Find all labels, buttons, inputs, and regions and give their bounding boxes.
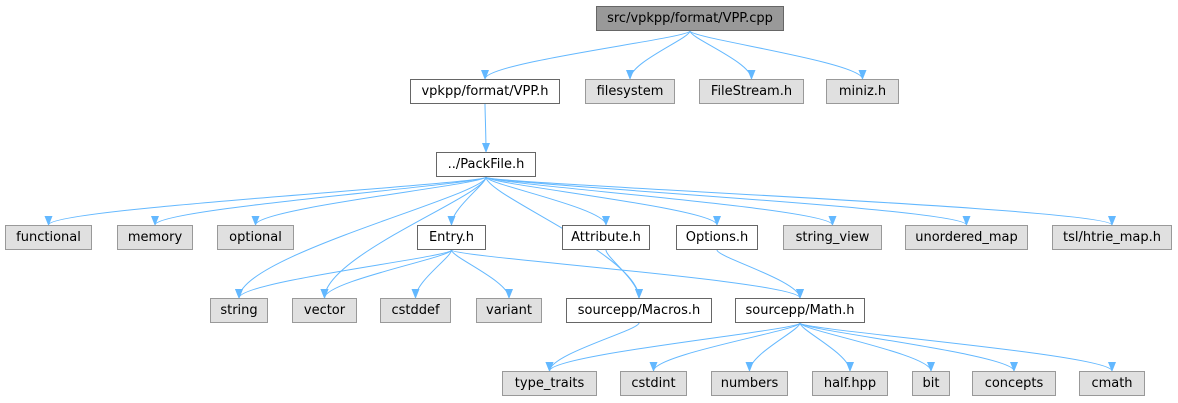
edge-entry_h-to-vector: [320, 249, 452, 299]
edge-root-to-miniz_h: [689, 30, 867, 80]
node-vpp-h[interactable]: vpkpp/format/VPP.h: [410, 79, 560, 104]
node-vpp-cpp: src/vpkpp/format/VPP.cpp: [596, 6, 784, 31]
node-filestream-h: FileStream.h: [699, 79, 804, 104]
edge-packfile_h-to-htrie_map: [485, 176, 1116, 226]
edge-packfile_h-to-vector: [320, 176, 487, 299]
node-math-h[interactable]: sourcepp/Math.h: [735, 298, 865, 323]
edge-entry_h-to-string: [235, 249, 452, 299]
node-entry-h[interactable]: Entry.h: [417, 225, 486, 250]
node-vector: vector: [292, 298, 357, 323]
edge-root-to-vpp_h: [481, 30, 691, 80]
edge-root-to-filesystem: [626, 30, 691, 80]
node-unordered-map: unordered_map: [905, 225, 1028, 250]
edge-packfile_h-to-string: [235, 176, 487, 299]
node-half-hpp: half.hpp: [812, 371, 888, 396]
edge-math_h-to-cstdint: [649, 322, 801, 372]
edge-packfile_h-to-optional: [251, 176, 487, 226]
node-filesystem: filesystem: [585, 79, 675, 104]
node-bit: bit: [912, 371, 950, 396]
edge-root-to-filestream_h: [689, 30, 756, 80]
node-variant: variant: [476, 298, 542, 323]
node-numbers: numbers: [711, 371, 788, 396]
node-miniz-h: miniz.h: [826, 79, 899, 104]
edge-entry_h-to-cstddef: [411, 249, 452, 299]
node-cmath: cmath: [1079, 371, 1145, 396]
node-string: string: [210, 298, 268, 323]
edge-packfile_h-to-functional: [44, 176, 487, 226]
node-optional: optional: [217, 225, 294, 250]
edge-options_h-to-math_h: [716, 249, 804, 299]
edge-math_h-to-half_hpp: [799, 322, 854, 372]
node-cstdint: cstdint: [620, 371, 687, 396]
node-cstddef: cstddef: [380, 298, 451, 323]
edge-packfile_h-to-unordered_map: [485, 176, 971, 226]
node-packfile-h[interactable]: ../PackFile.h: [436, 152, 536, 177]
edge-entry_h-to-math_h: [451, 249, 804, 299]
edge-packfile_h-to-entry_h: [447, 176, 487, 226]
edge-math_h-to-bit: [799, 322, 935, 372]
node-options-h[interactable]: Options.h: [676, 225, 758, 250]
edge-packfile_h-to-options_h: [485, 176, 721, 226]
node-htrie-map: tsl/htrie_map.h: [1052, 225, 1172, 250]
edge-packfile_h-to-memory: [151, 176, 487, 226]
node-memory: memory: [117, 225, 193, 250]
node-concepts: concepts: [972, 371, 1056, 396]
edge-math_h-to-type_traits: [545, 322, 801, 372]
node-functional: functional: [5, 225, 92, 250]
node-macros-h[interactable]: sourcepp/Macros.h: [566, 298, 712, 323]
edge-entry_h-to-variant: [451, 249, 513, 299]
node-type-traits: type_traits: [502, 371, 597, 396]
edge-math_h-to-concepts: [799, 322, 1018, 372]
edge-packfile_h-to-string_view: [485, 176, 837, 226]
edge-packfile_h-to-attribute_h: [485, 176, 610, 226]
node-string-view: string_view: [783, 225, 882, 250]
edge-vpp_h-to-packfile_h: [481, 103, 490, 153]
node-attribute-h[interactable]: Attribute.h: [562, 225, 650, 250]
edge-math_h-to-numbers: [745, 322, 801, 372]
edge-attribute_h-to-macros_h: [605, 249, 643, 299]
edge-math_h-to-cmath: [799, 322, 1116, 372]
